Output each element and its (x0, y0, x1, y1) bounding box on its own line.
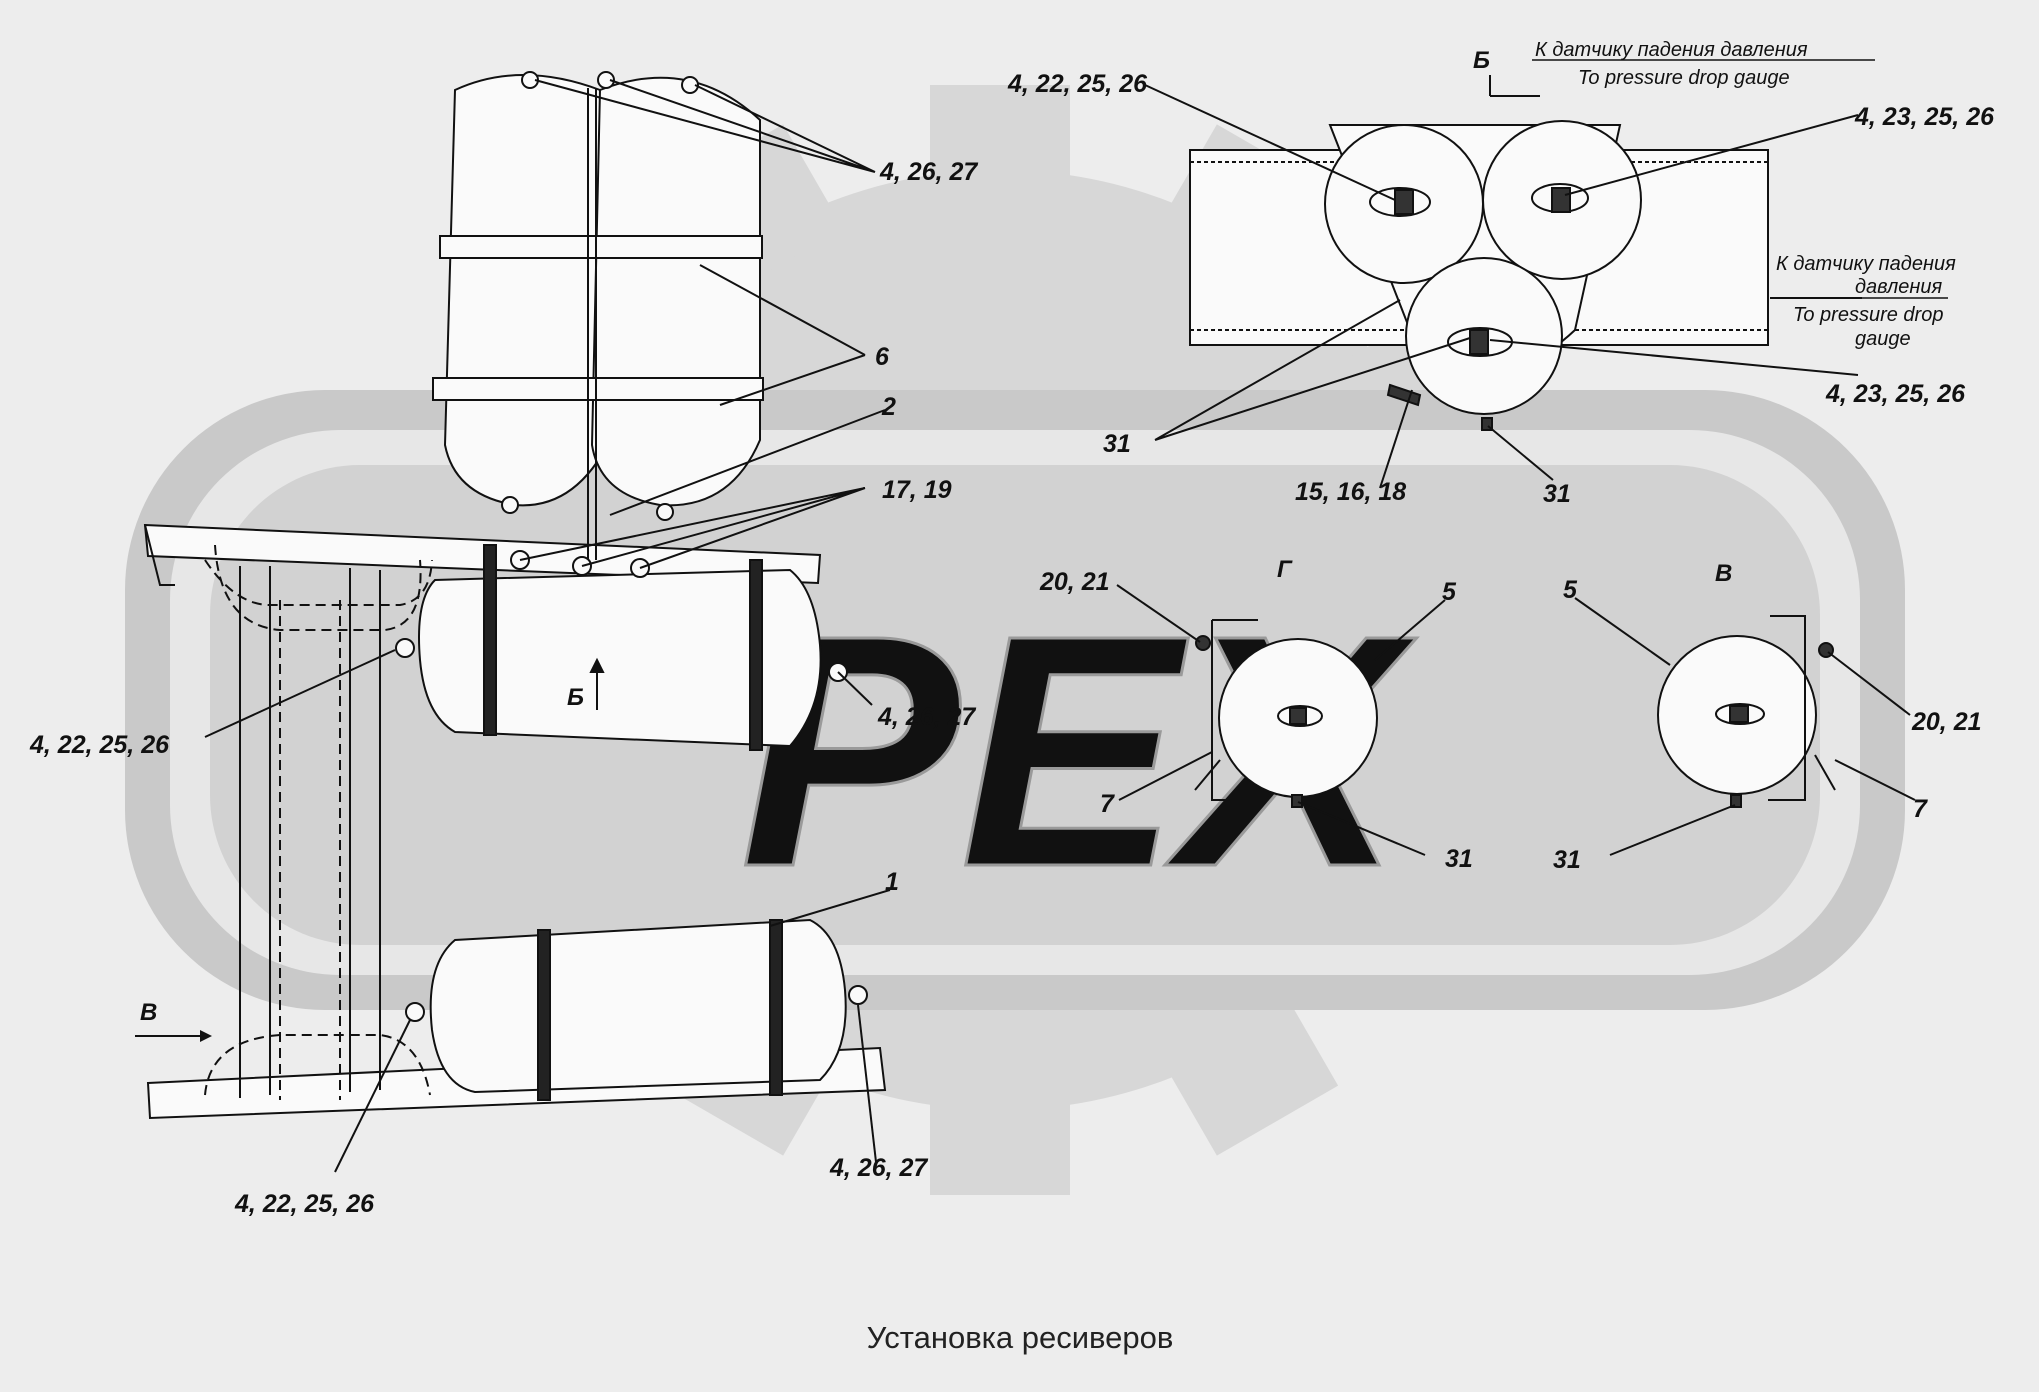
view-b-title: Б (1473, 47, 1490, 74)
strap-6-lower (432, 377, 764, 401)
view-v-arrowhead (200, 1030, 212, 1042)
callout-4-26-27-mid: 4, 26, 27 (877, 703, 976, 731)
callout-b-31-left: 31 (1103, 430, 1131, 458)
callout-b-15-16-18: 15, 16, 18 (1295, 478, 1406, 506)
receiver-horizontal-bottom (405, 918, 868, 1101)
strap-6-upper (439, 235, 763, 259)
callout-b-4-23-25-26-mid: 4, 23, 25, 26 (1825, 380, 1966, 408)
receiver-left (443, 74, 612, 507)
receiver-right (590, 76, 761, 507)
view-marker-v: В (140, 999, 157, 1026)
callout-b-4-22-25-26: 4, 22, 25, 26 (1007, 70, 1148, 98)
callout-g-5: 5 (1442, 578, 1457, 606)
callout-17-19: 17, 19 (882, 476, 952, 504)
gauge-note-top-en: To pressure drop gauge (1578, 67, 1790, 89)
view-v-title: В (1715, 560, 1732, 587)
callout-v-31: 31 (1553, 846, 1581, 874)
callout-1: 1 (885, 868, 899, 896)
cross-member (239, 566, 381, 1098)
receiver-pair-vertical (432, 71, 764, 560)
gauge-note-right-en-2: gauge (1855, 328, 1911, 350)
callout-b-31-bottom: 31 (1543, 480, 1571, 508)
view-g-title: Г (1277, 556, 1293, 583)
callout-4-26-27-bottom: 4, 26, 27 (829, 1154, 928, 1182)
view-g (1194, 619, 1378, 808)
callout-v-7: 7 (1913, 795, 1928, 823)
gauge-note-right-en-1: To pressure drop (1793, 304, 1943, 326)
chassis-assembly (143, 71, 887, 1120)
watermark: PEX (125, 85, 1905, 1195)
view-marker-b: Б (567, 684, 584, 711)
labels: 4, 26, 27 6 2 17, 19 4, 22, 25, 26 4, 26… (29, 39, 1995, 1355)
callout-4-22-25-26-mid: 4, 22, 25, 26 (29, 731, 170, 759)
callout-g-20-21: 20, 21 (1039, 568, 1110, 596)
callout-g-7: 7 (1100, 790, 1115, 818)
callout-6: 6 (875, 343, 890, 371)
callout-b-4-23-25-26-top: 4, 23, 25, 26 (1854, 103, 1995, 131)
gauge-note-right-ru-1: К датчику падения (1776, 253, 1956, 275)
gauge-note-right-ru-2: давления (1855, 276, 1942, 298)
view-b (1189, 120, 1769, 431)
callout-g-31: 31 (1445, 845, 1473, 873)
callout-v-5: 5 (1563, 576, 1578, 604)
gauge-note-top-ru: К датчику падения давления (1535, 39, 1808, 61)
callout-4-26-27-top: 4, 26, 27 (879, 158, 978, 186)
drawing-caption: Установка ресиверов (867, 1320, 1174, 1355)
callout-v-20-21: 20, 21 (1911, 708, 1982, 736)
callout-2: 2 (881, 393, 896, 421)
callout-4-22-25-26-bottom: 4, 22, 25, 26 (234, 1190, 375, 1218)
